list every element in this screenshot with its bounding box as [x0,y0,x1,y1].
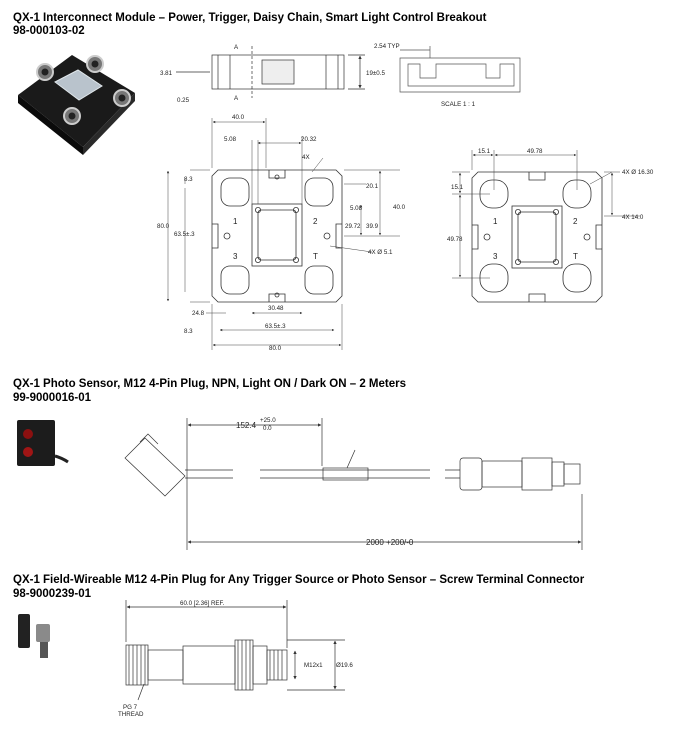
dim-top-248: 24.8 [192,310,205,317]
section-mark-a-top: A [234,44,239,51]
dim-top-399: 39.9 [366,223,379,230]
dim-top-508: 5.08 [224,136,237,143]
m12-plug-drawing [125,600,345,701]
dim-plug-pg: PG 7 [123,704,138,711]
dim-bot-151: 15.1 [478,148,491,155]
dim-sensor-lead: 152.4 [236,421,257,430]
dim-top-201: 20.1 [366,183,379,190]
dim-top-2972: 29.72 [345,223,361,230]
dim-plug-thread-label: THREAD [118,711,144,718]
dim-top-635v: 63.5±.3 [174,231,195,238]
section-mark-a-bottom: A [234,95,239,102]
dim-top-4x: 4X [302,154,310,161]
dim-top-80v: 80.0 [157,223,170,230]
dim-typ: 2.54 TYP [374,43,400,50]
dim-top-3048: 30.48 [268,305,284,312]
section-1-part-number: 98-000103-02 [13,25,85,37]
dim-side-025: 0.25 [177,97,190,104]
dim-side-19: 19±0.5 [366,70,385,77]
dim-top-83b: 8.3 [184,328,193,335]
dim-plug-thread: M12x1 [304,662,323,669]
dim-top-80h: 80.0 [269,345,282,352]
bottom-port-label-2: 2 [573,217,578,226]
port-label-3: 3 [233,252,238,261]
dim-bot-holes: 4X Ø 16.30 [622,169,654,176]
scale-label: SCALE 1 : 1 [441,101,476,108]
dim-bot-4978: 49.78 [527,148,543,155]
dim-top-635h: 63.5±.3 [265,323,286,330]
section-2-part-number: 99-9000016-01 [13,392,92,404]
dim-plug-length: 60.0 [2.36] REF. [180,600,225,607]
section-3-part-number: 98-9000239-01 [13,588,92,600]
dim-top-83: 8.3 [184,176,193,183]
dim-top-hole51: 4X Ø 5.1 [368,249,393,256]
module-section-view [399,46,521,93]
dim-top-2032: 20.32 [301,136,317,143]
interconnect-module-photo [18,55,135,155]
module-bottom-view [471,171,603,303]
dim-top-40: 40.0 [232,114,245,121]
dim-sensor-tol-up: +25.0 [260,417,276,424]
dim-bot-151v: 15.1 [451,184,464,191]
dim-sensor-tol-dn: 0.0 [263,425,272,432]
dim-top-508b: 5.08 [350,205,363,212]
section-3-title: QX-1 Field-Wireable M12 4-Pin Plug for A… [13,574,585,586]
bottom-port-label-3: 3 [493,252,498,261]
module-side-view [176,46,365,98]
section-1-title: QX-1 Interconnect Module – Power, Trigge… [13,12,487,24]
m12-plug-photo [18,614,50,658]
photo-sensor-photo [17,420,69,466]
dim-plug-dia: Ø19.6 [336,662,353,669]
dim-sensor-length: 2000 +200/-0 [366,538,414,547]
top-view-dimension-lines [166,118,400,350]
port-label-1: 1 [233,217,238,226]
section-2-title: QX-1 Photo Sensor, M12 4-Pin Plug, NPN, … [13,378,406,390]
dim-top-40v: 40.0 [393,204,406,211]
bottom-port-label-t: T [573,252,578,261]
module-top-view [211,169,343,303]
dim-bot-4978v: 49.78 [447,236,463,243]
bottom-view-dimension-lines [452,150,640,279]
port-label-t: T [313,252,318,261]
port-label-2: 2 [313,217,318,226]
dim-side-381: 3.81 [160,70,173,77]
bottom-port-label-1: 1 [493,217,498,226]
dim-bot-140: 4X 14.0 [622,214,644,221]
photo-sensor-drawing [124,418,583,550]
